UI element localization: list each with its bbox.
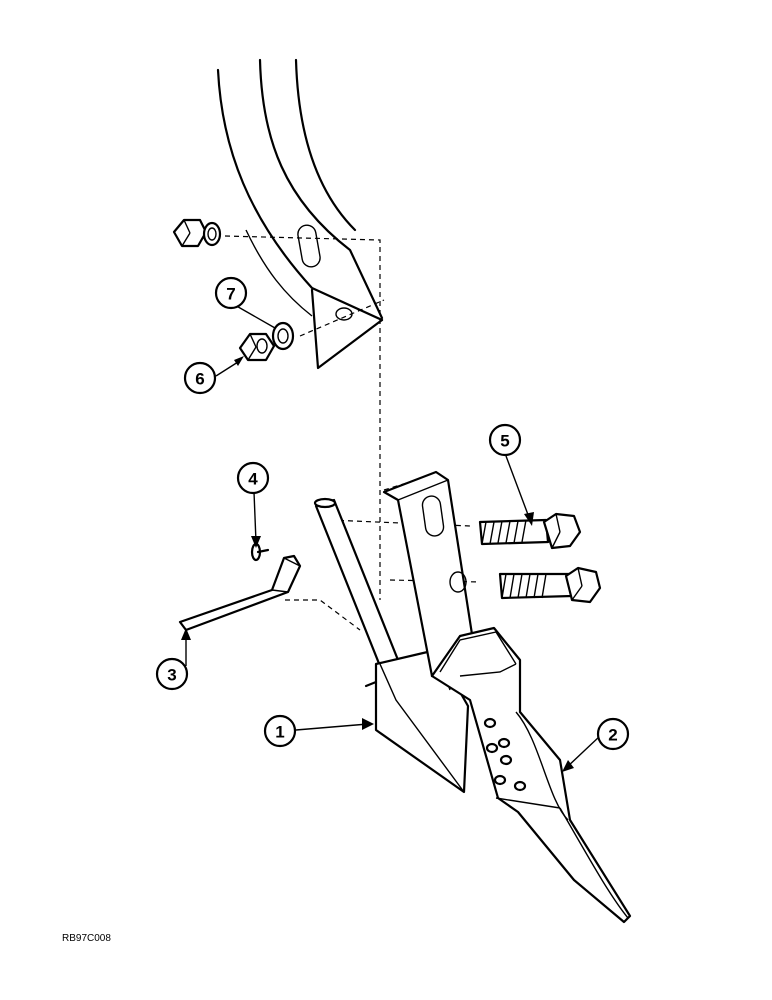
callout-4: 4 <box>236 461 270 495</box>
callout-1-label: 1 <box>275 723 284 742</box>
callout-2-label: 2 <box>608 726 617 745</box>
curved-shank <box>216 58 384 370</box>
lock-washer-7 <box>271 321 295 351</box>
callout-3: 3 <box>155 657 189 691</box>
callout-7: 7 <box>214 276 248 310</box>
callout-7-label: 7 <box>226 285 235 304</box>
point <box>430 626 632 924</box>
shank-holder <box>313 497 470 794</box>
callout-2: 2 <box>596 717 630 751</box>
nut-6 <box>238 332 276 362</box>
callout-6-label: 6 <box>195 370 204 389</box>
figure-id-label: RB97C008 <box>62 933 111 944</box>
upper-nut-assembly <box>172 218 222 248</box>
callout-4-label: 4 <box>248 470 258 489</box>
leader-lines <box>181 303 601 772</box>
callout-1: 1 <box>263 714 297 748</box>
callout-6: 6 <box>183 361 217 395</box>
bolt-lower <box>498 566 602 604</box>
callout-5: 5 <box>488 423 522 457</box>
retainer <box>178 554 302 632</box>
callout-3-label: 3 <box>167 666 176 685</box>
pin <box>250 542 270 562</box>
bolt-upper <box>478 512 582 550</box>
callout-5-label: 5 <box>500 432 509 451</box>
